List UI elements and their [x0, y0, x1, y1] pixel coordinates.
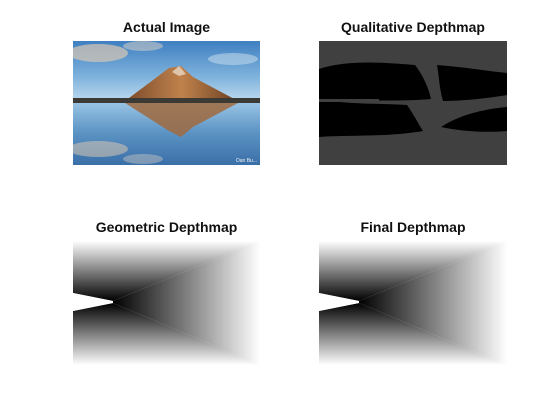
- actual-image-photo: Dan Bu...: [73, 41, 260, 165]
- watermark-signature: Dan Bu...: [236, 158, 257, 164]
- panel-title: Actual Image: [122, 19, 211, 35]
- panel-title: Geometric Depthmap: [95, 219, 238, 235]
- final-depthmap-image: [319, 241, 507, 365]
- panel-title: Final Depthmap: [360, 219, 466, 235]
- panel-title: Qualitative Depthmap: [341, 19, 485, 35]
- qualitative-depthmap-image: [319, 41, 507, 165]
- geometric-depthmap-image: [73, 241, 260, 365]
